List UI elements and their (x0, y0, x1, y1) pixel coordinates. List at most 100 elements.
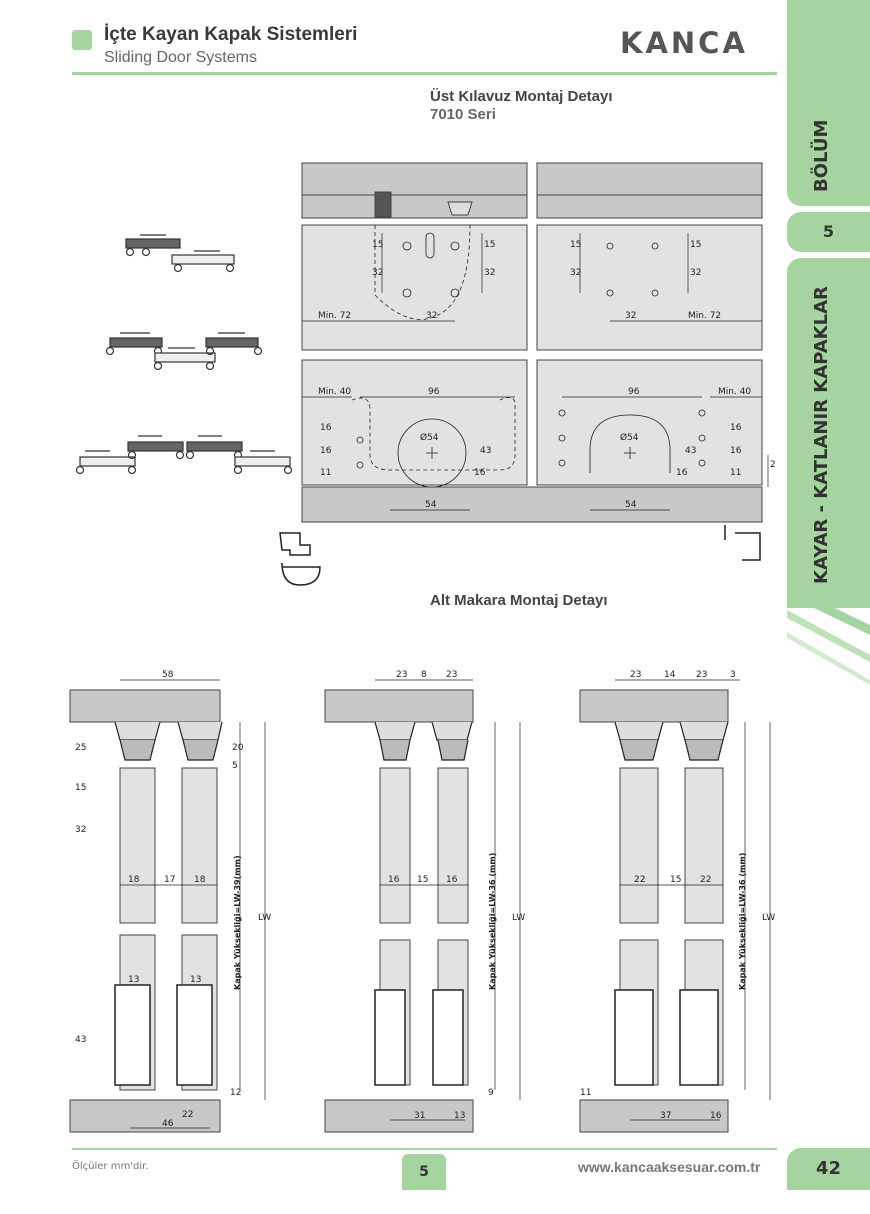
dim-min40-left: Min. 40 (318, 387, 351, 397)
dim-b13: 13 (454, 1111, 465, 1121)
fitting-outlines (351, 224, 706, 488)
dim-a58: 58 (162, 670, 174, 680)
dim-c23-l: 23 (630, 670, 641, 680)
page-title: İçte Kayan Kapak Sistemleri (104, 24, 358, 45)
dim-phi54-right: Ø54 (620, 432, 639, 443)
sidebar-section-number: 5 (822, 222, 835, 241)
sidebar-section-number-box: 5 (787, 212, 870, 252)
sidebar-section-tab: BÖLÜM (787, 0, 870, 206)
header-divider (72, 72, 777, 75)
dim-32-d: 32 (690, 268, 701, 278)
dim-15-c: 15 (570, 240, 581, 250)
dim-a15: 15 (75, 783, 86, 793)
footer-website[interactable]: www.kancaaksesuar.com.tr (578, 1159, 761, 1175)
dim-a32: 32 (75, 825, 86, 835)
upper-door-panels (301, 224, 763, 523)
door-config-diagrams (75, 234, 293, 475)
dim-96-left: 96 (428, 387, 440, 397)
top-dimension-lines (302, 233, 769, 511)
top-guide-drawing: Min. 72 32 32 Min. 72 Min. 40 96 96 Min.… (75, 162, 776, 586)
top-rail (301, 162, 763, 219)
dim-c3: 3 (730, 670, 736, 680)
dim-43-left: 43 (480, 446, 491, 456)
dim-16-a: 16 (320, 423, 332, 433)
ceiling-boards (69, 689, 729, 723)
sidebar-section-label: BÖLÜM (811, 119, 832, 192)
dim-b23-r: 23 (446, 670, 457, 680)
top-section-subtitle: 7010 Seri (430, 106, 496, 123)
formula-height-1: Kapak Yüksekliği=LW-39(mm) (233, 855, 242, 990)
dim-c37: 37 (660, 1111, 671, 1121)
dim-phi54-left: Ø54 (420, 432, 439, 443)
dim-a43: 43 (75, 1035, 86, 1045)
dim-b9: 9 (488, 1088, 494, 1098)
dim-2: 2 (770, 460, 776, 470)
dim-b16-l: 16 (388, 875, 400, 885)
dim-a25: 25 (75, 743, 86, 753)
dim-b23-l: 23 (396, 670, 407, 680)
dim-43-right: 43 (685, 446, 696, 456)
bottom-rollers (114, 984, 719, 1086)
top-section-title: Üst Kılavuz Montaj Detayı (430, 88, 613, 105)
dim-c16: 16 (710, 1111, 722, 1121)
dim-b31: 31 (414, 1111, 425, 1121)
bottom-dimension-labels: 58 18 17 18 13 13 22 46 25 15 32 43 20 5… (75, 670, 775, 1129)
sidebar-category-label: KAYAR - KATLANIR KAPAKLAR (811, 286, 832, 584)
formula-height-2: Kapak Yüksekliği=LW-36 (mm) (488, 853, 497, 990)
dim-a18-r: 18 (194, 875, 206, 885)
dim-c22-r: 22 (700, 875, 711, 885)
bottom-dimension-lines (120, 679, 771, 1129)
dim-c23-r: 23 (696, 670, 707, 680)
dim-c22-l: 22 (634, 875, 645, 885)
dim-16-f: 16 (730, 446, 742, 456)
dim-b16-r: 16 (446, 875, 458, 885)
top-guides (114, 721, 729, 761)
dim-c14: 14 (664, 670, 676, 680)
dim-32-right: 32 (625, 311, 636, 321)
dim-54-right: 54 (625, 500, 637, 510)
header-bullet (72, 30, 92, 50)
dim-a17: 17 (164, 875, 175, 885)
dim-a18-l: 18 (128, 875, 140, 885)
dim-a20: 20 (232, 743, 244, 753)
dim-lw-2: LW (512, 913, 525, 923)
dim-a5: 5 (232, 761, 238, 771)
footer-divider (72, 1148, 777, 1150)
formula-height-3: Kapak Yüksekliği=LW-36 (mm) (738, 853, 747, 990)
brand-logo: KANCA (620, 26, 748, 60)
dim-c11: 11 (580, 1088, 591, 1098)
dim-16-d: 16 (676, 468, 688, 478)
dim-11-a: 11 (320, 468, 331, 478)
footer-note: Ölçüler mm'dir. (72, 1161, 149, 1172)
dim-32-left: 32 (426, 311, 437, 321)
dim-b15: 15 (417, 875, 428, 885)
dim-min40-right: Min. 40 (718, 387, 751, 397)
dim-32-a: 32 (372, 268, 383, 278)
dim-32-c: 32 (570, 268, 581, 278)
dim-min72-left: Min. 72 (318, 311, 351, 321)
top-dimension-labels: Min. 72 32 32 Min. 72 Min. 40 96 96 Min.… (318, 240, 776, 510)
footer-section-box: 5 (402, 1154, 446, 1190)
dim-16-c: 16 (474, 468, 486, 478)
dim-54-left: 54 (425, 500, 437, 510)
dim-lw-1: LW (258, 913, 271, 923)
dim-a13-r: 13 (190, 975, 201, 985)
dim-lw-3: LW (762, 913, 775, 923)
dim-32-b: 32 (484, 268, 495, 278)
bottom-section-title: Alt Makara Montaj Detayı (430, 592, 608, 609)
dim-16-e: 16 (730, 423, 742, 433)
sidebar-category-tab: KAYAR - KATLANIR KAPAKLAR (787, 258, 870, 608)
dim-a12: 12 (230, 1088, 241, 1098)
page-number: 42 (787, 1148, 870, 1190)
dim-15-d: 15 (690, 240, 701, 250)
dim-11-b: 11 (730, 468, 741, 478)
bottom-roller-drawing: 58 18 17 18 13 13 22 46 25 15 32 43 20 5… (69, 670, 775, 1133)
dim-a22: 22 (182, 1110, 193, 1120)
dim-a13-l: 13 (128, 975, 139, 985)
dim-c15: 15 (670, 875, 681, 885)
dim-15-a: 15 (372, 240, 383, 250)
sidebar-stripes (787, 585, 870, 685)
dim-96-right: 96 (628, 387, 640, 397)
dim-16-b: 16 (320, 446, 332, 456)
page-subtitle: Sliding Door Systems (104, 49, 257, 66)
